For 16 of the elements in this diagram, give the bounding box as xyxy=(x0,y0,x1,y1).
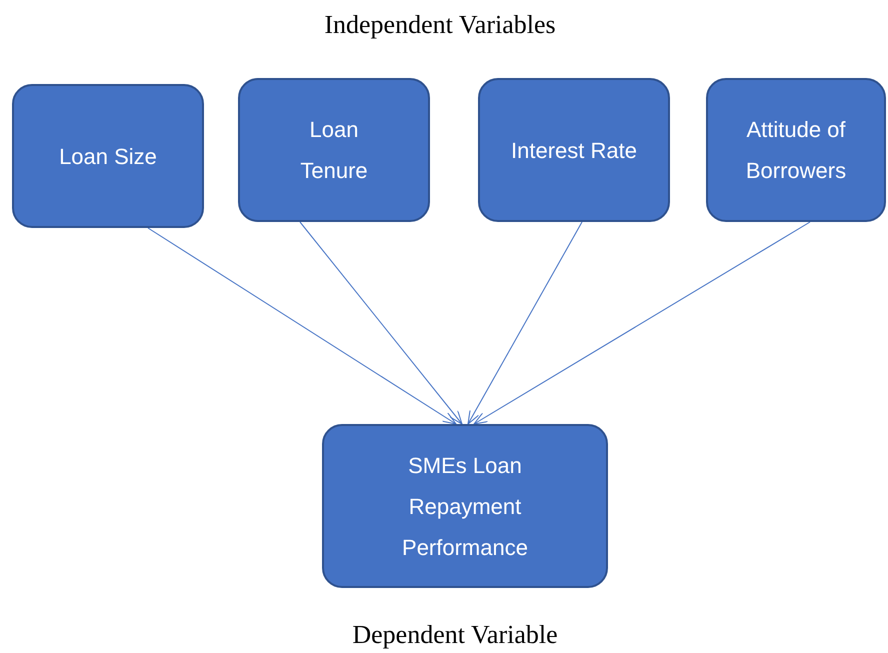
section-label: Dependent Variable xyxy=(351,619,559,651)
arrow xyxy=(148,228,456,424)
diagram-title: Independent Variables xyxy=(323,9,557,41)
arrow xyxy=(468,222,582,424)
box-text: Loan Tenure xyxy=(299,116,369,185)
box-text: Interest Rate xyxy=(510,136,638,164)
process-box xyxy=(706,78,886,222)
arrow xyxy=(300,222,462,424)
process-box xyxy=(12,84,204,228)
box-text: Loan Size xyxy=(58,142,158,170)
box-text: SMEs Loan Repayment Performance xyxy=(401,452,529,562)
arrow xyxy=(474,222,810,424)
box-text: Attitude of Borrowers xyxy=(744,116,848,185)
process-box xyxy=(238,78,430,222)
process-box xyxy=(478,78,670,222)
process-box xyxy=(322,424,608,588)
